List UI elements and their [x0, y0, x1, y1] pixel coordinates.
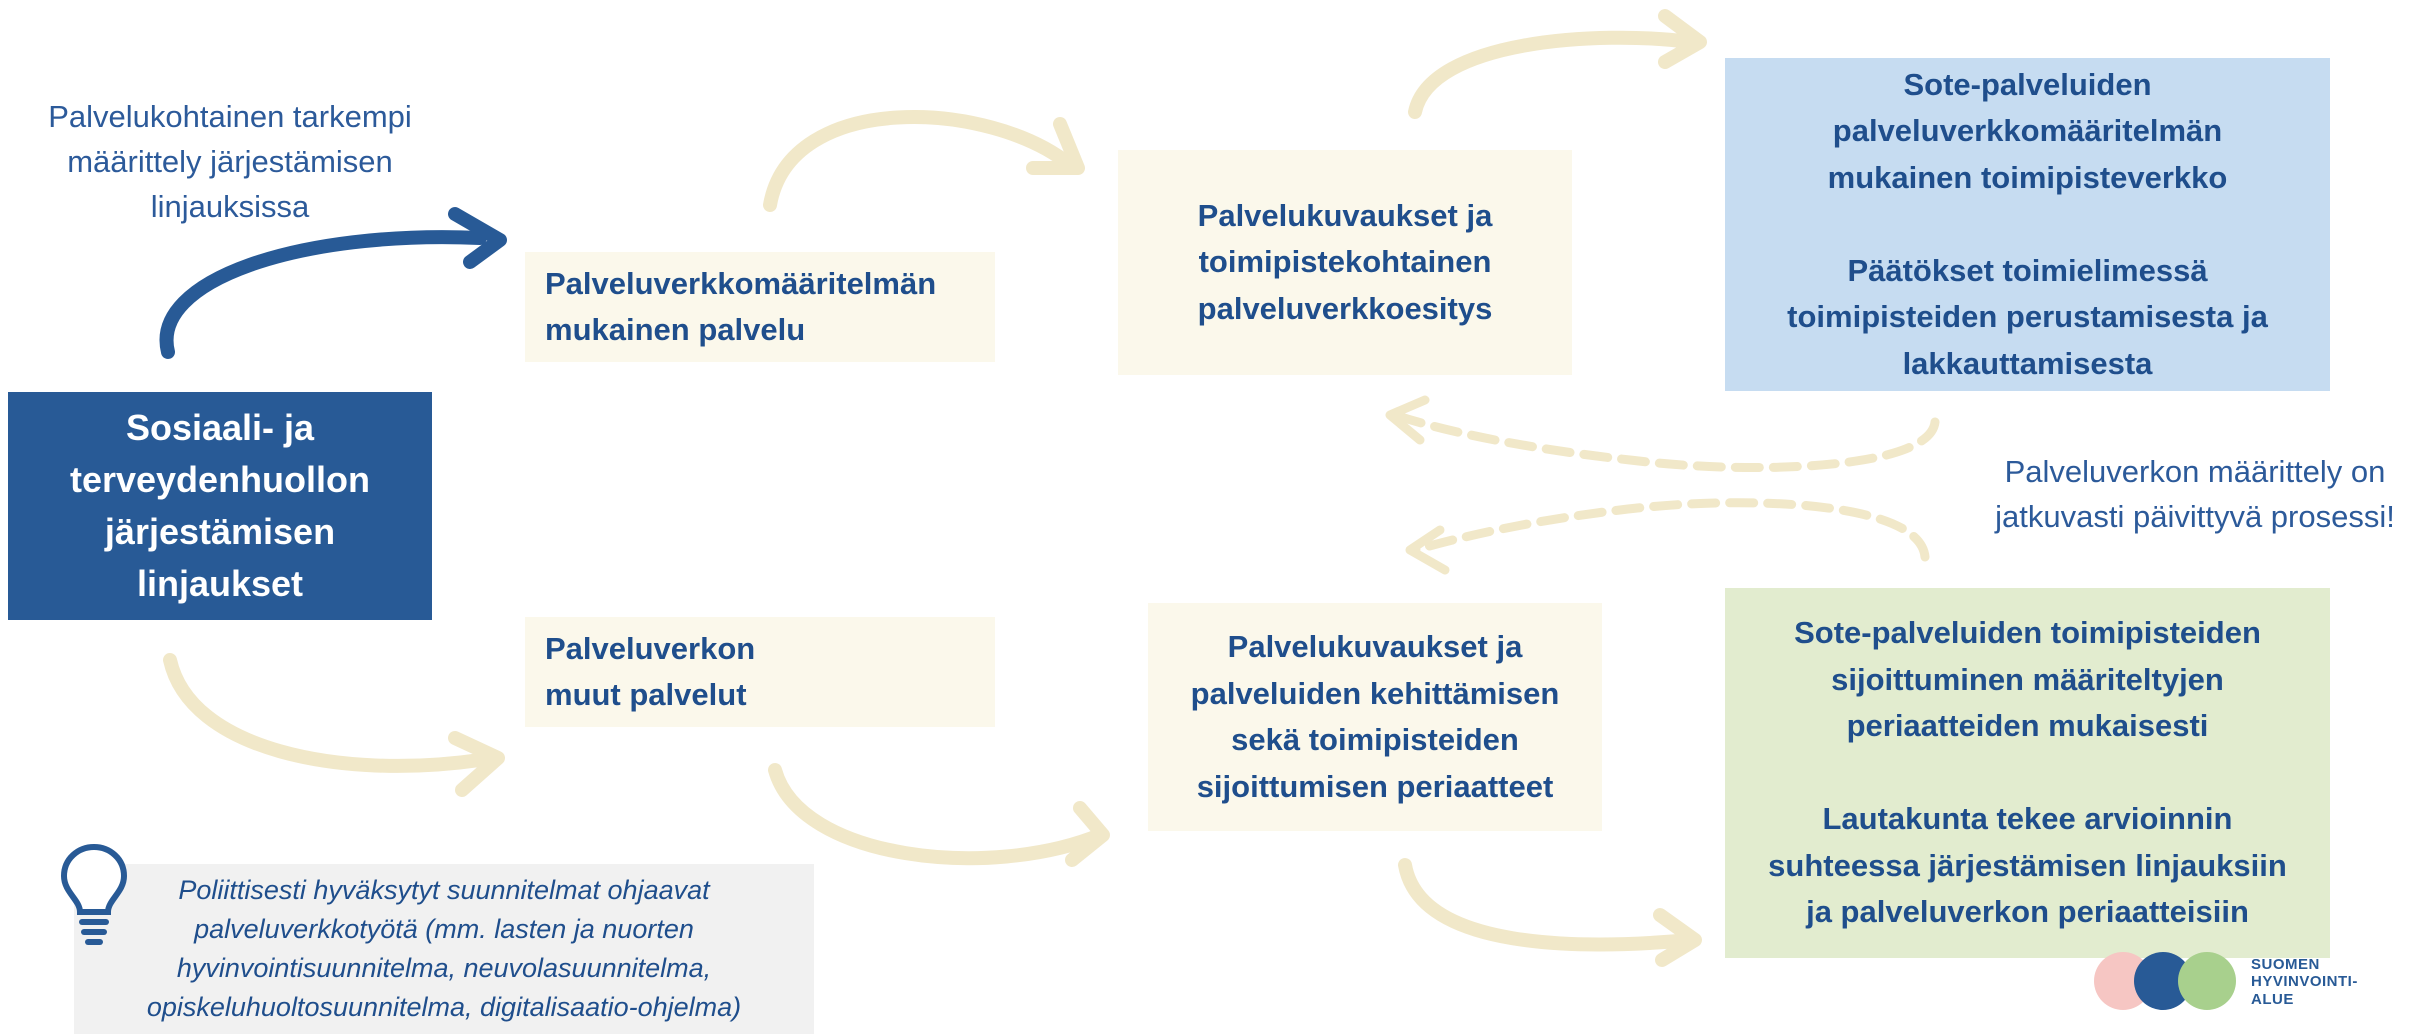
- arrowhead-lower-service-to-description: [1065, 801, 1110, 867]
- upper-description-box: Palvelukuvaukset ja toimipistekohtainen …: [1118, 150, 1572, 375]
- logo-line-2: HYVINVOINTI-: [2251, 973, 2358, 991]
- tip-box: Poliittisesti hyväksytyt suunnitelmat oh…: [74, 864, 814, 1034]
- arrowhead-upper-description-to-result: [1658, 9, 1707, 69]
- arrow-main-to-lower-service: [163, 653, 487, 773]
- dashed-arrow-feedback-upper: [1390, 410, 1940, 473]
- lower-description-text: Palvelukuvaukset ja palveluiden kehittäm…: [1190, 629, 1560, 804]
- logo-line-3: ALUE: [2251, 990, 2294, 1008]
- arrowhead-main-to-upper-service: [448, 207, 507, 269]
- logo-line-1: SUOMEN: [2251, 956, 2320, 973]
- dashed-arrow-feedback-lower: [1410, 498, 1930, 562]
- upper-service-box: Palveluverkkomääritelmän mukainen palvel…: [525, 252, 995, 362]
- arrowhead-lower-description-to-result: [1653, 908, 1702, 967]
- lower-result-box: Sote-palveluiden toimipisteiden sijoittu…: [1725, 588, 2330, 958]
- lower-description-box: Palvelukuvaukset ja palveluiden kehittäm…: [1148, 603, 1602, 831]
- arrow-main-to-upper-service: [159, 230, 487, 359]
- tip-text: Poliittisesti hyväksytyt suunnitelmat oh…: [146, 874, 742, 1023]
- arrow-upper-description-to-result: [1408, 30, 1697, 119]
- main-box-text: Sosiaali- ja terveydenhuollon järjestämi…: [69, 406, 371, 605]
- arrowhead-main-to-lower-service: [448, 731, 505, 797]
- dashed-arrowhead-feedback-lower: [1405, 525, 1450, 575]
- lower-service-box: Palveluverkon muut palvelut: [525, 617, 995, 727]
- logo-circles: [2094, 952, 2236, 1010]
- arrowhead-upper-service-to-description: [1026, 117, 1085, 175]
- lightbulb-icon: [60, 843, 128, 945]
- process-note: Palveluverkon määrittely on jatkuvasti p…: [1995, 454, 2395, 534]
- arrow-lower-description-to-result: [1398, 858, 1697, 952]
- upper-description-text: Palvelukuvaukset ja toimipistekohtainen …: [1197, 197, 1493, 326]
- main-box: Sosiaali- ja terveydenhuollon järjestämi…: [8, 392, 432, 620]
- upper-result-text: Sote-palveluiden palveluverkkomääritelmä…: [1787, 66, 2268, 381]
- logo: SUOMEN HYVINVOINTI- ALUE: [2083, 950, 2423, 1012]
- top-note: Palvelukohtainen tarkempi määrittely jär…: [48, 99, 412, 224]
- upper-result-box: Sote-palveluiden palveluverkkomääritelmä…: [1725, 58, 2330, 391]
- dashed-arrowhead-feedback-upper: [1385, 395, 1430, 445]
- lower-service-text: Palveluverkon muut palvelut: [545, 630, 756, 713]
- lower-result-text: Sote-palveluiden toimipisteiden sijoittu…: [1768, 615, 2287, 930]
- arrow-upper-service-to-description: [763, 110, 1077, 212]
- logo-text: SUOMEN HYVINVOINTI- ALUE: [2251, 956, 2358, 1008]
- upper-service-text: Palveluverkkomääritelmän mukainen palvel…: [545, 265, 937, 348]
- arrow-lower-service-to-description: [768, 763, 1107, 866]
